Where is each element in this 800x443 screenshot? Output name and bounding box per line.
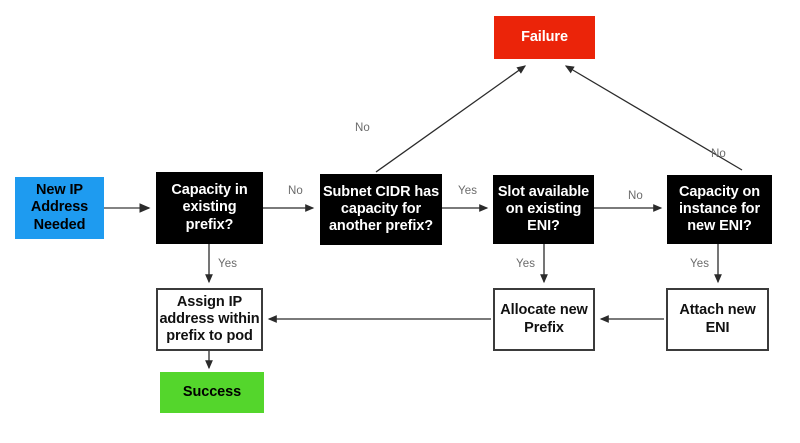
edge-label-capacityinstance-yes: Yes	[690, 258, 710, 270]
node-capacity-on-instance-for-new-eni[interactable]: Capacity on instance for new ENI?	[667, 175, 772, 244]
node-subnet-cidr-capacity[interactable]: Subnet CIDR has capacity for another pre…	[320, 174, 442, 245]
edge-label-capacity-yes: Yes	[218, 258, 238, 270]
edge-label-slot-yes: Yes	[516, 258, 536, 270]
edge-label-slot-no: No	[628, 190, 643, 202]
edge-label-subnet-no: No	[355, 122, 370, 134]
edge-label-capacityinstance-no: No	[711, 148, 726, 160]
node-capacity-in-existing-prefix[interactable]: Capacity in existing prefix?	[156, 172, 263, 244]
node-success[interactable]: Success	[160, 372, 264, 413]
edge-label-capacity-no: No	[288, 185, 303, 197]
node-attach-new-eni[interactable]: Attach new ENI	[666, 288, 769, 351]
node-failure[interactable]: Failure	[494, 16, 595, 59]
node-allocate-new-prefix[interactable]: Allocate new Prefix	[493, 288, 595, 351]
node-assign-ip-address-within-prefix-to-pod[interactable]: Assign IP address within prefix to pod	[156, 288, 263, 351]
node-new-ip-address-needed[interactable]: New IP Address Needed	[15, 177, 104, 239]
edge-label-subnet-yes: Yes	[458, 185, 478, 197]
node-slot-available-on-existing-eni[interactable]: Slot available on existing ENI?	[493, 175, 594, 244]
edge-subnet-to-failure	[375, 65, 527, 173]
